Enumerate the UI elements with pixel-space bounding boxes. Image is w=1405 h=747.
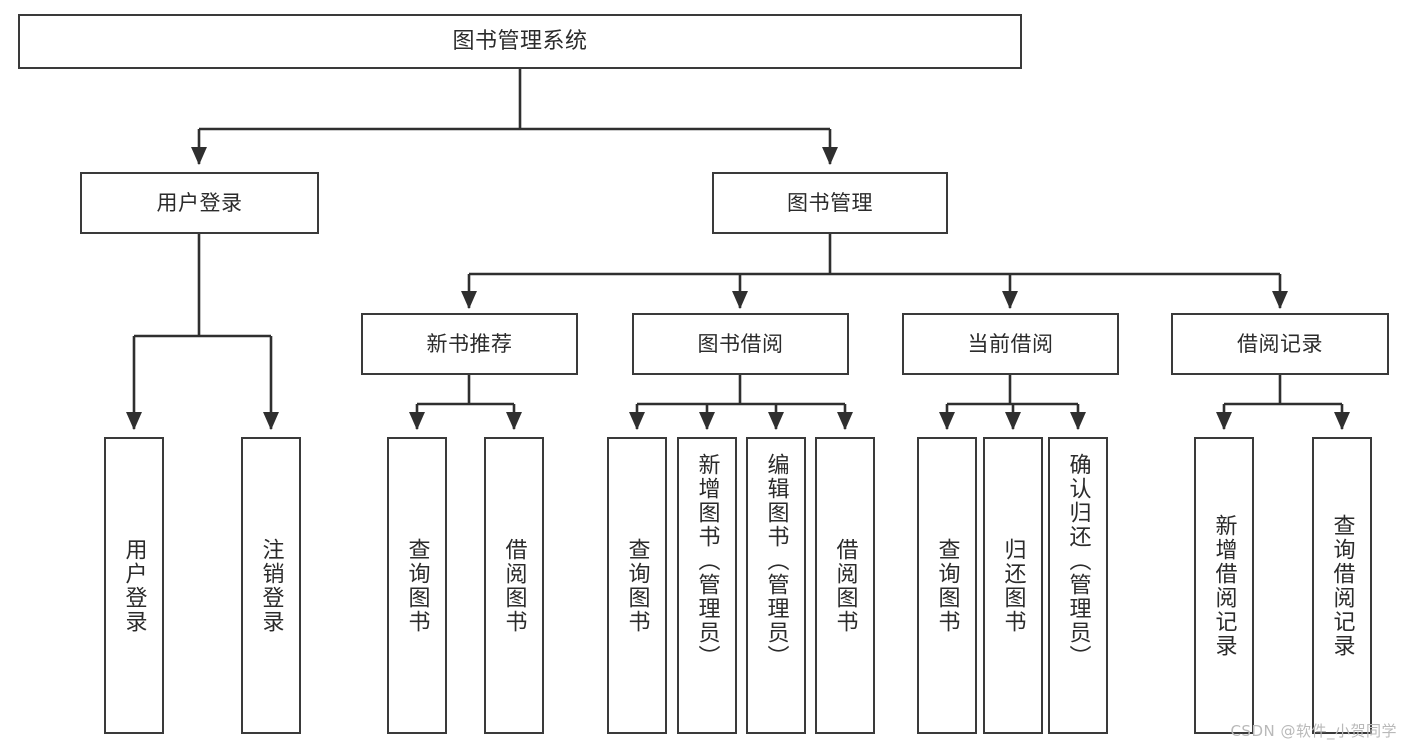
node-root-label: 图书管理系统 — [452, 28, 588, 54]
node-leaf-borrow-book-2[interactable]: 借阅图书 — [815, 437, 875, 734]
node-leaf-edit-book[interactable]: 编辑图书（管理员） — [746, 437, 806, 734]
node-leaf-query-book-3-label: 查询图书 — [934, 537, 960, 634]
watermark-text: CSDN @软件_小贺同学 — [1230, 722, 1397, 740]
node-leaf-query-record[interactable]: 查询借阅记录 — [1312, 437, 1372, 734]
node-book-management-label: 图书管理 — [787, 190, 873, 215]
node-book-borrow-label: 图书借阅 — [697, 331, 784, 356]
node-new-book-recommend[interactable]: 新书推荐 — [361, 313, 578, 375]
node-user-login-label: 用户登录 — [156, 190, 243, 215]
node-leaf-user-login-label: 用户登录 — [121, 537, 147, 634]
node-leaf-confirm-return[interactable]: 确认归还（管理员） — [1048, 437, 1108, 734]
node-leaf-add-book-label: 新增图书（管理员） — [694, 453, 720, 669]
node-borrow-record-label: 借阅记录 — [1237, 331, 1323, 356]
node-leaf-edit-book-label: 编辑图书（管理员） — [763, 453, 789, 669]
node-new-book-recommend-label: 新书推荐 — [426, 331, 513, 356]
node-leaf-add-record-label: 新增借阅记录 — [1211, 513, 1237, 658]
node-leaf-query-book-1[interactable]: 查询图书 — [387, 437, 447, 734]
node-leaf-return-book-label: 归还图书 — [1000, 537, 1026, 634]
node-leaf-borrow-book-1[interactable]: 借阅图书 — [484, 437, 544, 734]
node-book-borrow[interactable]: 图书借阅 — [632, 313, 849, 375]
node-leaf-borrow-book-2-label: 借阅图书 — [832, 537, 858, 634]
node-leaf-confirm-return-label: 确认归还（管理员） — [1065, 453, 1091, 669]
node-leaf-logout-login[interactable]: 注销登录 — [241, 437, 301, 734]
node-borrow-record[interactable]: 借阅记录 — [1171, 313, 1389, 375]
node-leaf-logout-login-label: 注销登录 — [258, 537, 284, 634]
node-leaf-query-book-2-label: 查询图书 — [624, 537, 650, 634]
node-book-management[interactable]: 图书管理 — [712, 172, 948, 234]
node-leaf-query-book-3[interactable]: 查询图书 — [917, 437, 977, 734]
node-current-borrow[interactable]: 当前借阅 — [902, 313, 1119, 375]
node-root[interactable]: 图书管理系统 — [18, 14, 1022, 69]
node-leaf-query-book-1-label: 查询图书 — [404, 537, 430, 634]
node-user-login[interactable]: 用户登录 — [80, 172, 319, 234]
node-leaf-add-record[interactable]: 新增借阅记录 — [1194, 437, 1254, 734]
node-current-borrow-label: 当前借阅 — [967, 331, 1054, 356]
node-leaf-query-record-label: 查询借阅记录 — [1329, 513, 1355, 658]
node-leaf-add-book[interactable]: 新增图书（管理员） — [677, 437, 737, 734]
node-leaf-query-book-2[interactable]: 查询图书 — [607, 437, 667, 734]
node-leaf-borrow-book-1-label: 借阅图书 — [501, 537, 527, 634]
node-leaf-return-book[interactable]: 归还图书 — [983, 437, 1043, 734]
node-leaf-user-login[interactable]: 用户登录 — [104, 437, 164, 734]
